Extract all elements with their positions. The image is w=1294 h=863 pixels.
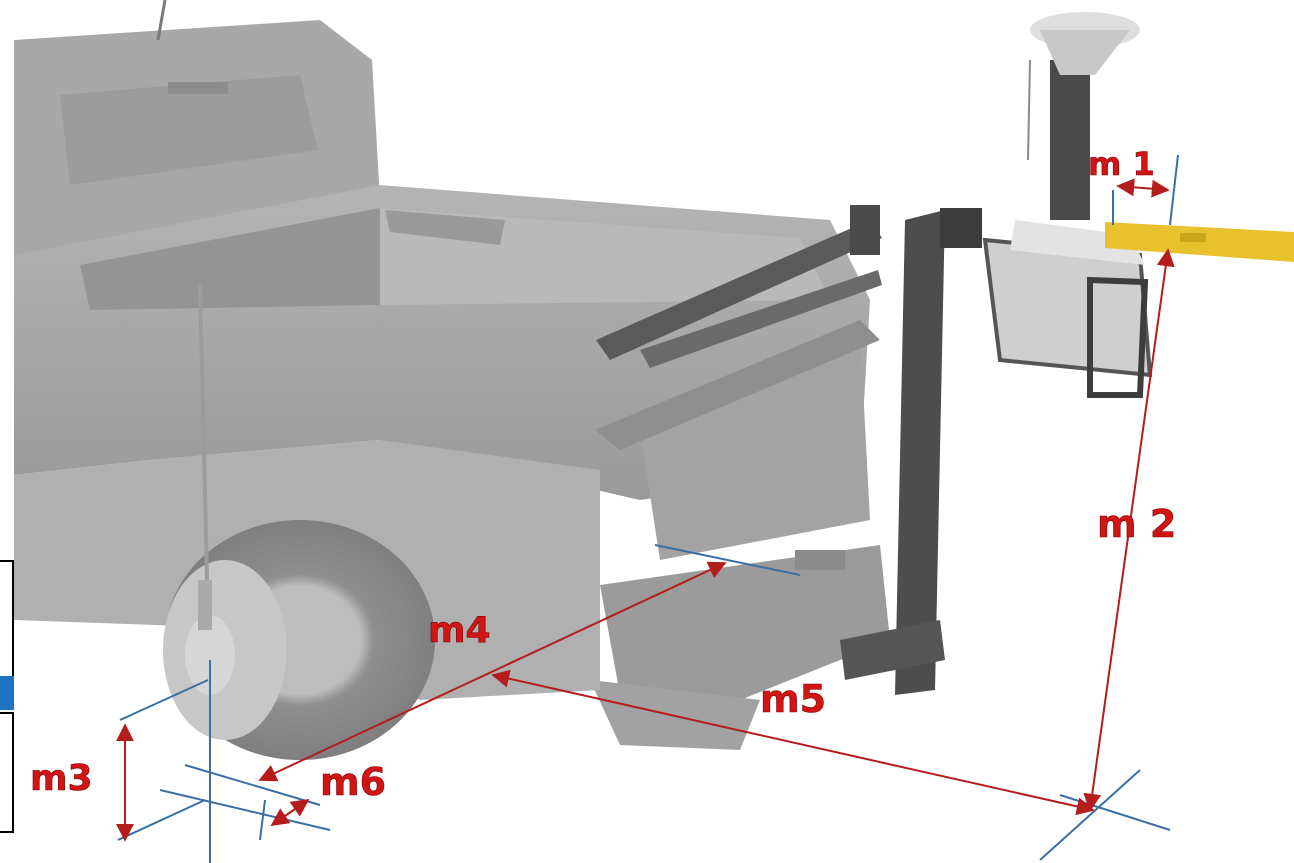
- measurement-labels: m 1 m 2 m3 m4 m5 m6: [30, 145, 1177, 805]
- gnss-antenna-icon: [1027, 12, 1140, 220]
- radio-antenna-icon: [198, 284, 212, 630]
- edge-field-2: [0, 712, 14, 778]
- ground-axis-b: [1059, 794, 1171, 831]
- m6-dimension: [270, 798, 310, 827]
- wheel-axis-top: [119, 679, 209, 721]
- label-m1: m 1: [1088, 145, 1155, 183]
- edge-divider-1: [0, 622, 14, 676]
- wheel-axis-bottom: [117, 799, 206, 841]
- m6-ref: [259, 799, 266, 841]
- label-m5: m5: [760, 677, 826, 721]
- edge-field-1: [0, 560, 14, 622]
- edge-blue-band: [0, 676, 14, 710]
- label-m3: m3: [30, 758, 93, 799]
- label-m6: m6: [320, 760, 386, 804]
- m1-dimension: [1116, 178, 1170, 198]
- edge-field-3: [0, 778, 14, 833]
- truck-cab: [14, 20, 380, 260]
- label-m2: m 2: [1097, 502, 1176, 546]
- rear-wheel: [163, 520, 435, 760]
- m1-ref-right: [1169, 154, 1179, 226]
- m2-dimension: [1083, 248, 1175, 812]
- m5-dimension: [491, 669, 1095, 816]
- bumper-reference: [654, 544, 801, 576]
- cab-antenna: [156, 0, 167, 41]
- measurement-lines: [116, 178, 1175, 842]
- tailgate: [595, 320, 880, 560]
- spirit-level-icon: [1105, 222, 1294, 262]
- label-m4: m4: [428, 610, 491, 651]
- wheel-ground-line-2: [184, 764, 321, 806]
- mounting-frame: [596, 205, 982, 695]
